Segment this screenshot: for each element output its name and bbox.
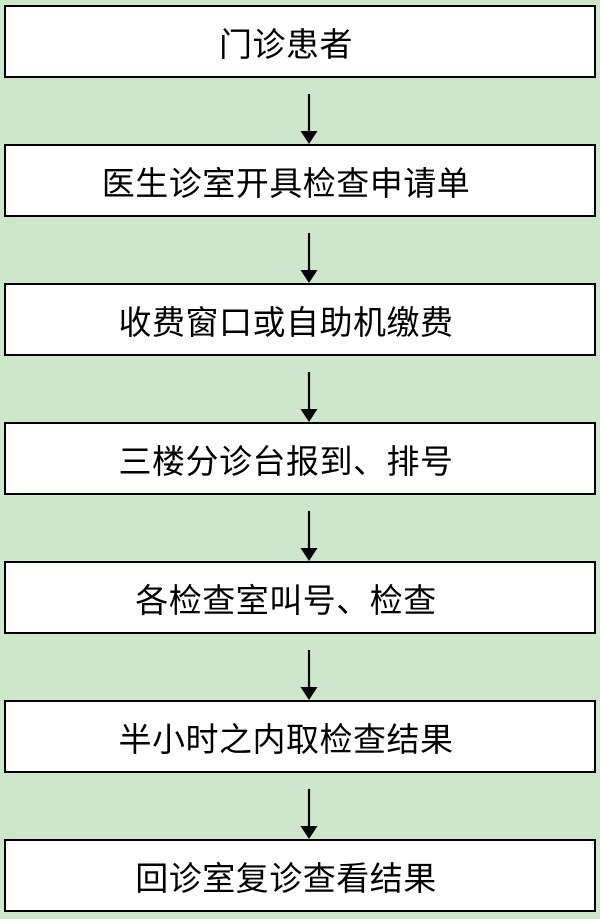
flow-step-1-label: 门诊患者 <box>219 27 353 64</box>
flow-step-4: 三楼分诊台报到、排号 <box>4 422 596 495</box>
down-arrow-icon <box>300 789 318 839</box>
flow-step-6: 半小时之内取检查结果 <box>4 700 596 773</box>
flow-step-5-label: 各检查室叫号、检查 <box>135 583 437 620</box>
down-arrow-icon <box>300 650 318 700</box>
down-arrow-icon <box>300 233 318 283</box>
flow-step-2: 医生诊室开具检查申请单 <box>4 144 596 217</box>
down-arrow-icon <box>300 94 318 144</box>
flow-step-6-label: 半小时之内取检查结果 <box>118 722 454 759</box>
flow-step-1: 门诊患者 <box>4 5 596 78</box>
connector-gap-1 <box>4 78 596 144</box>
flow-step-3-label: 收费窗口或自助机缴费 <box>118 305 454 342</box>
flow-step-7: 回诊室复诊查看结果 <box>4 839 596 912</box>
down-arrow-icon <box>300 511 318 561</box>
flow-step-7-label: 回诊室复诊查看结果 <box>135 861 437 898</box>
flow-step-3: 收费窗口或自助机缴费 <box>4 283 596 356</box>
connector-gap-5 <box>4 634 596 700</box>
connector-gap-4 <box>4 495 596 561</box>
flow-step-5: 各检查室叫号、检查 <box>4 561 596 634</box>
down-arrow-icon <box>300 372 318 422</box>
flow-step-4-label: 三楼分诊台报到、排号 <box>118 444 454 481</box>
connector-gap-6 <box>4 773 596 839</box>
flow-step-2-label: 医生诊室开具检查申请单 <box>101 166 471 203</box>
connector-gap-2 <box>4 217 596 283</box>
connector-gap-3 <box>4 356 596 422</box>
